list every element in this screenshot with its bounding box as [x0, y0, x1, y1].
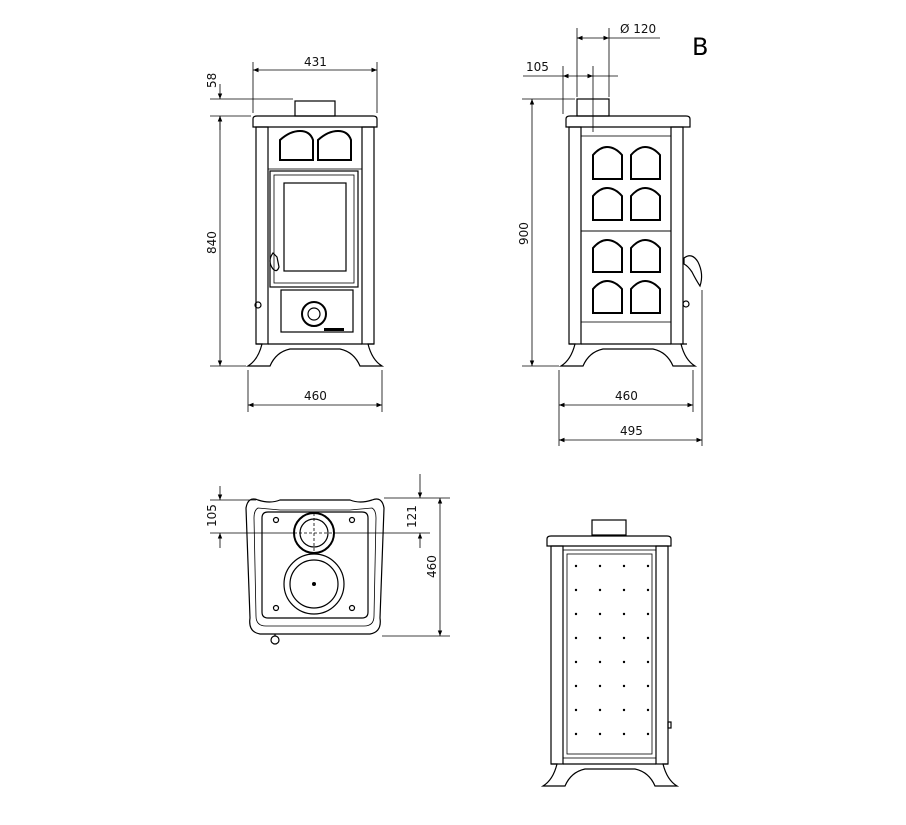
rear-panel-dot — [622, 708, 626, 712]
rear-panel-dot — [574, 684, 578, 688]
rear-panel-dot — [598, 732, 602, 736]
rear-panel-dot — [598, 612, 602, 616]
rear-panel-dot — [622, 636, 626, 640]
rear-panel-dot — [622, 732, 626, 736]
rear-panel-dot — [622, 588, 626, 592]
rear-panel-dot — [598, 660, 602, 664]
side-overall-depth-label: 495 — [620, 424, 643, 438]
view-label: B — [692, 33, 708, 61]
top-left-offset-label: 105 — [205, 504, 219, 527]
front-chimney-height-label: 58 — [205, 73, 219, 88]
rear-panel-dot — [598, 588, 602, 592]
front-body-height-label: 840 — [205, 231, 219, 254]
rear-panel-dot — [574, 564, 578, 568]
rear-panel-dot — [646, 612, 650, 616]
rear-panel-dot — [574, 612, 578, 616]
top-view: 105 121 460 — [205, 474, 450, 645]
rear-panel-dot — [622, 684, 626, 688]
rear-panel-dot — [598, 636, 602, 640]
rear-panel-dot — [646, 684, 650, 688]
side-view: Ø 120 105 900 460 495 — [517, 22, 703, 446]
rear-panel-dot — [646, 588, 650, 592]
front-view: 431 58 840 460 — [205, 55, 385, 412]
rear-panel-dot — [646, 636, 650, 640]
rear-panel-dot — [622, 564, 626, 568]
rear-panel-dot — [574, 588, 578, 592]
side-base-width-label: 460 — [615, 389, 638, 403]
rear-panel-dot — [622, 660, 626, 664]
rear-panel-dot — [574, 732, 578, 736]
rear-panel-dot — [646, 732, 650, 736]
side-total-height-label: 900 — [517, 222, 531, 245]
rear-panel-dot — [646, 660, 650, 664]
rear-panel-dot — [646, 564, 650, 568]
top-right-offset-label: 121 — [405, 505, 419, 528]
rear-panel-dot — [574, 708, 578, 712]
front-base-width-label: 460 — [304, 389, 327, 403]
rear-panel-dots — [574, 564, 650, 736]
rear-panel-dot — [598, 564, 602, 568]
rear-panel-dot — [574, 636, 578, 640]
top-depth-label: 460 — [425, 555, 439, 578]
rear-panel-dot — [574, 660, 578, 664]
rear-view — [540, 519, 680, 787]
rear-panel-dot — [598, 708, 602, 712]
rear-panel-dot — [646, 708, 650, 712]
rear-panel-dot — [598, 684, 602, 688]
side-flue-offset-label: 105 — [526, 60, 549, 74]
side-flue-diameter-label: Ø 120 — [620, 22, 656, 36]
rear-panel-dot — [622, 612, 626, 616]
front-top-width-label: 431 — [304, 55, 327, 69]
